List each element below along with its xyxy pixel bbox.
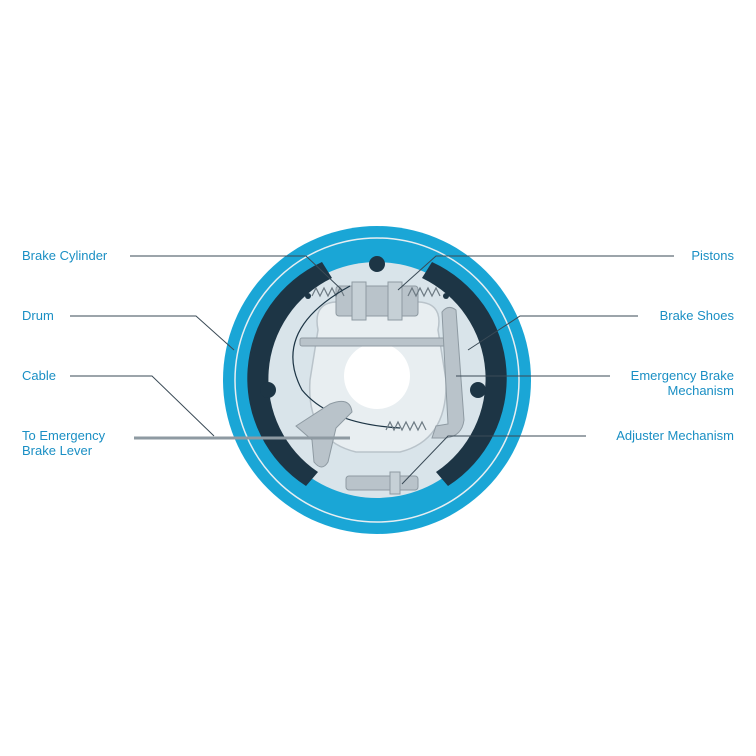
spring-pin-left xyxy=(305,293,311,299)
shoe-pin-left xyxy=(260,382,276,398)
anchor-pin xyxy=(369,256,385,272)
label-cable-text: Cable xyxy=(22,368,56,383)
brake-shoe-left xyxy=(247,262,332,486)
piston-right xyxy=(387,281,403,321)
brake-cylinder xyxy=(335,285,419,317)
adjuster-wheel xyxy=(389,471,401,495)
drum-inner-ring-line xyxy=(234,237,520,523)
label-brake-cylinder-text: Brake Cylinder xyxy=(22,248,108,263)
label-drum: Drum xyxy=(22,308,54,323)
label-brake-shoes: Brake Shoes xyxy=(660,308,734,323)
leader-brake-shoes xyxy=(467,315,638,351)
leader-pistons xyxy=(397,255,674,291)
lower-spring xyxy=(385,420,427,432)
label-emergency-mech-line2: Mechanism xyxy=(667,383,734,398)
label-pistons: Pistons xyxy=(691,248,734,263)
label-adjuster-mechanism: Adjuster Mechanism xyxy=(616,428,734,443)
cable xyxy=(292,285,401,429)
shoe-pin-right xyxy=(470,382,486,398)
label-drum-text: Drum xyxy=(22,308,54,323)
label-emergency-brake-mechanism: Emergency Brake Mechanism xyxy=(631,368,734,398)
label-to-emergency-line1: To Emergency xyxy=(22,428,106,443)
label-cable: Cable xyxy=(22,368,56,383)
label-to-emergency-line2: Brake Lever xyxy=(22,443,93,458)
label-emergency-mech-line1: Emergency Brake xyxy=(630,368,734,383)
label-pistons-text: Pistons xyxy=(691,248,734,263)
leader-cable xyxy=(70,375,215,437)
axle-hole xyxy=(344,343,410,409)
brake-shoe-right xyxy=(422,262,507,486)
leader-adjuster xyxy=(401,435,586,485)
leader-brake-cylinder xyxy=(130,255,343,291)
label-to-emergency-brake-lever: To Emergency Brake Lever xyxy=(22,428,105,458)
label-adjuster-mechanism-text: Adjuster Mechanism xyxy=(616,428,734,443)
label-brake-cylinder: Brake Cylinder xyxy=(22,248,107,263)
return-spring-right xyxy=(407,286,441,298)
return-spring-left xyxy=(311,286,345,298)
strut-bar xyxy=(299,337,457,347)
label-brake-shoes-text: Brake Shoes xyxy=(659,308,734,323)
leader-drum xyxy=(70,315,235,351)
cable-bellcrank xyxy=(295,400,353,468)
piston-left xyxy=(351,281,367,321)
spring-pin-right xyxy=(443,293,449,299)
